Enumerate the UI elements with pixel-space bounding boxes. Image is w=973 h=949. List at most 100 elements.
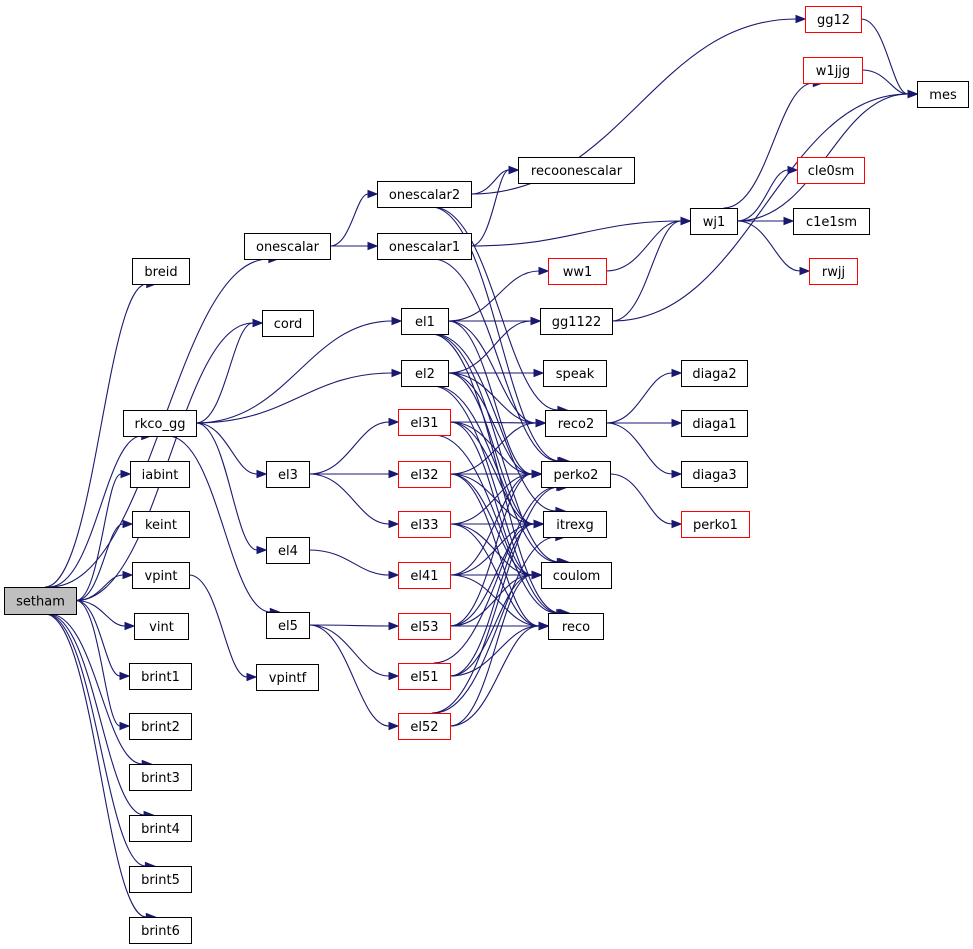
node-box [681, 410, 748, 437]
node-label: el4 [278, 544, 298, 559]
edge-line [308, 549, 390, 576]
node-diaga3[interactable]: diaga3 [681, 461, 748, 488]
node-speak[interactable]: speak [543, 360, 607, 387]
node-label: brint5 [141, 873, 180, 888]
node-vpint[interactable]: vpint [132, 562, 190, 589]
node-vpintf[interactable]: vpintf [256, 664, 319, 691]
node-reco[interactable]: reco [548, 613, 604, 640]
node-reco2[interactable]: reco2 [545, 410, 607, 437]
arrowhead-icon [252, 318, 264, 328]
node-label: brint2 [141, 720, 180, 735]
arrowhead-icon [367, 241, 379, 251]
node-diaga1[interactable]: diaga1 [681, 410, 748, 437]
node-label: onescalar [256, 240, 320, 255]
node-el5[interactable]: el5 [266, 612, 310, 639]
node-el31[interactable]: el31 [398, 409, 451, 436]
node-keint[interactable]: keint [132, 511, 190, 538]
node-box [4, 587, 77, 615]
node-perko1[interactable]: perko1 [681, 511, 750, 538]
node-iabint[interactable]: iabint [130, 461, 190, 488]
edge-line [44, 613, 147, 918]
node-c1e1sm[interactable]: c1e1sm [793, 208, 870, 235]
arrowhead-icon [533, 519, 545, 529]
node-setham[interactable]: setham [4, 587, 77, 615]
arrowhead-icon [391, 368, 403, 378]
arrowhead-icon [122, 570, 134, 580]
arrowhead-icon [907, 89, 919, 99]
node-ww1[interactable]: ww1 [548, 258, 607, 285]
node-mes[interactable]: mes [917, 81, 969, 108]
edge-setham-to-vpint [75, 570, 134, 602]
node-box [548, 613, 604, 640]
node-recoonescalar[interactable]: recoonescalar [518, 157, 635, 184]
node-label: wj1 [703, 215, 726, 230]
edge-line [329, 193, 369, 247]
node-onescalar1[interactable]: onescalar1 [377, 233, 472, 260]
node-brint4[interactable]: brint4 [129, 815, 192, 842]
node-w1jjg[interactable]: w1jjg [803, 57, 863, 84]
node-box [132, 511, 190, 538]
node-el3[interactable]: el3 [266, 461, 310, 488]
node-vint[interactable]: vint [134, 613, 189, 640]
node-el52[interactable]: el52 [398, 713, 451, 740]
edge-line [470, 220, 682, 247]
node-itrexg[interactable]: itrexg [543, 511, 607, 538]
node-gg1122[interactable]: gg1122 [540, 308, 613, 335]
edge-line [308, 473, 390, 525]
node-breid[interactable]: breid [132, 258, 190, 285]
edge-el52-to-coulom [449, 570, 543, 727]
edge-line [75, 523, 124, 602]
node-brint3[interactable]: brint3 [129, 764, 192, 791]
arrowhead-icon [671, 418, 683, 428]
node-label: onescalar2 [389, 188, 460, 203]
node-box [134, 613, 189, 640]
node-el2[interactable]: el2 [401, 360, 449, 387]
arrowhead-icon [367, 189, 379, 199]
edge-wj1-to-cle0sm [736, 165, 799, 222]
node-rkco_gg[interactable]: rkco_gg [123, 410, 197, 437]
node-box [548, 258, 607, 285]
node-perko2[interactable]: perko2 [541, 461, 611, 488]
node-rwjj[interactable]: rwjj [809, 258, 858, 285]
node-brint2[interactable]: brint2 [129, 713, 192, 740]
node-wj1[interactable]: wj1 [690, 208, 738, 235]
node-cord[interactable]: cord [262, 310, 314, 337]
edge-line [605, 372, 673, 424]
node-label: perko2 [554, 468, 599, 483]
node-el32[interactable]: el32 [398, 461, 451, 488]
node-label: el33 [410, 518, 438, 533]
edge-line [449, 473, 535, 525]
arrowhead-icon [388, 621, 400, 631]
node-diaga2[interactable]: diaga2 [681, 360, 748, 387]
node-onescalar[interactable]: onescalar [244, 233, 331, 260]
node-onescalar2[interactable]: onescalar2 [377, 181, 472, 208]
node-el33[interactable]: el33 [398, 511, 451, 538]
edge-line [449, 574, 533, 627]
edge-setham-to-brint1 [75, 599, 131, 681]
node-el1[interactable]: el1 [401, 308, 449, 335]
edge-perko2-to-perko1 [609, 473, 683, 529]
node-el51[interactable]: el51 [398, 663, 451, 690]
node-el41[interactable]: el41 [398, 562, 451, 589]
node-gg12[interactable]: gg12 [805, 6, 862, 33]
node-cle0sm[interactable]: cle0sm [797, 157, 865, 184]
node-box [540, 308, 613, 335]
node-label: gg12 [817, 13, 850, 28]
node-brint1[interactable]: brint1 [129, 663, 192, 690]
node-label: mes [929, 88, 957, 103]
node-box [262, 310, 314, 337]
edge-el3-to-el32 [309, 469, 400, 479]
node-label: setham [16, 595, 65, 610]
edge-line [433, 486, 557, 664]
node-coulom[interactable]: coulom [541, 562, 612, 589]
node-box [681, 461, 748, 488]
node-brint6[interactable]: brint6 [129, 917, 192, 944]
node-el4[interactable]: el4 [266, 537, 310, 564]
node-box [132, 258, 190, 285]
node-box [129, 866, 192, 893]
node-brint5[interactable]: brint5 [129, 866, 192, 893]
node-label: breid [144, 265, 177, 280]
edge-setham-to-brint2 [75, 599, 131, 731]
edge-wj1-to-w1jjg [723, 78, 824, 209]
node-el53[interactable]: el53 [398, 613, 451, 640]
